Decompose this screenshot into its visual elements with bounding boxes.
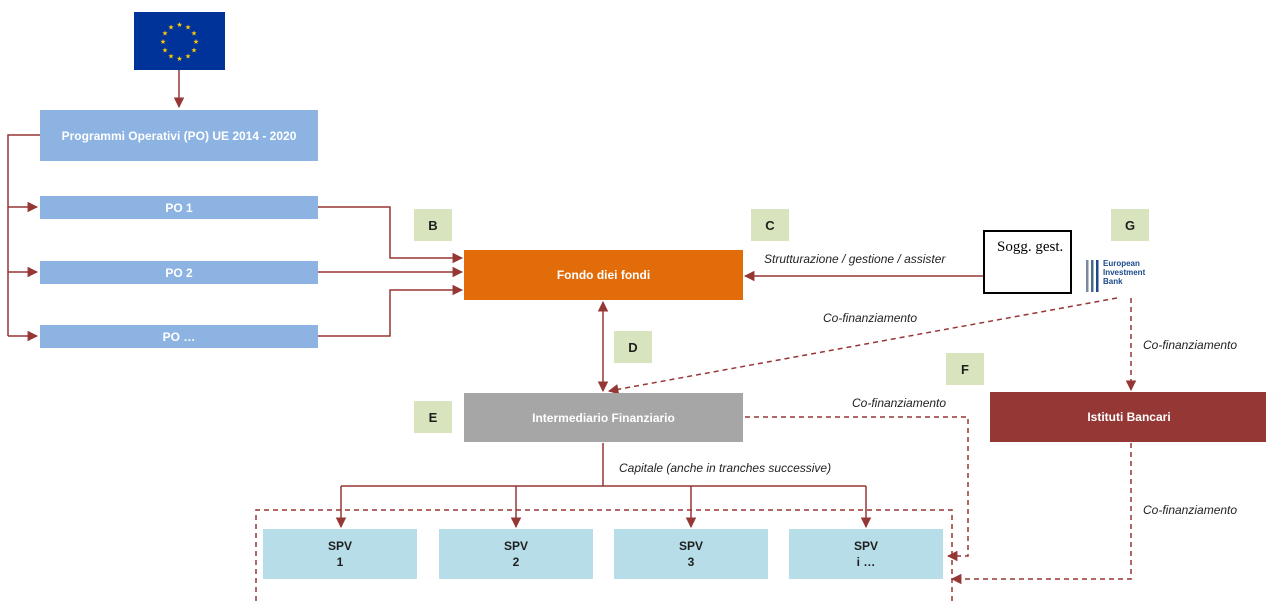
svg-text:★: ★: [191, 30, 197, 38]
spv-frame: [255, 509, 953, 601]
eu-flag-icon: ★ ★ ★ ★ ★ ★ ★ ★ ★ ★ ★ ★: [134, 12, 225, 70]
spv-box-4: SPV i …: [789, 529, 943, 579]
po-box-1: PO 1: [40, 196, 318, 219]
spv-4-label: SPV i …: [853, 539, 878, 569]
arrow-bracket: [7, 134, 40, 336]
spv-box-3: SPV 3: [614, 529, 768, 579]
eu-stars: ★ ★ ★ ★ ★ ★ ★ ★ ★ ★ ★ ★: [160, 21, 199, 63]
tag-f: F: [946, 353, 984, 385]
svg-text:★: ★: [168, 24, 174, 32]
tag-g: G: [1111, 209, 1149, 241]
svg-text:★: ★: [176, 55, 182, 63]
label-capital: Capitale (anche in tranches successive): [619, 461, 832, 475]
tag-c: C: [751, 209, 789, 241]
label-structuring: Strutturazione / gestione / assister: [764, 252, 946, 266]
eib-logo-icon: European Investment Bank: [1085, 256, 1160, 296]
manager-label: Sogg. gest.: [997, 239, 1064, 255]
fund-of-funds-box: Fondo diei fondi: [464, 250, 743, 300]
eib-logo-text: European Investment Bank: [1103, 259, 1145, 286]
spv-box-1: SPV 1: [263, 529, 417, 579]
intermediary-box: Intermediario Finanziario: [464, 393, 743, 442]
svg-text:★: ★: [185, 53, 191, 61]
spv-1-label: SPV 1: [327, 539, 352, 569]
svg-text:★: ★: [193, 38, 199, 46]
arrow-capital-split: [341, 443, 866, 487]
po-ue-program-box: Programmi Operativi (PO) UE 2014 - 2020: [40, 110, 318, 161]
eib-text-line3: Bank: [1103, 277, 1123, 286]
svg-text:★: ★: [160, 38, 166, 46]
tag-b: B: [414, 209, 452, 241]
po-box-1-label: PO 1: [165, 200, 193, 215]
eib-bars-icon: [1086, 260, 1099, 292]
arrow-po1-fund: [318, 206, 464, 264]
dashed-banks-spv: [950, 443, 1132, 585]
tag-e: E: [414, 401, 452, 433]
eib-text-line1: European: [1103, 259, 1140, 268]
eib-text-line2: Investment: [1103, 268, 1146, 277]
spv-box-2: SPV 2: [439, 529, 593, 579]
label-cofin-inter-spv: Co-finanziamento: [852, 396, 947, 410]
po-box-2: PO 2: [40, 261, 318, 284]
svg-text:★: ★: [176, 21, 182, 29]
arrow-po3-fund: [318, 284, 464, 337]
intermediary-label: Intermediario Finanziario: [532, 410, 675, 425]
manager-box: Sogg. gest.: [983, 230, 1072, 294]
tag-d: D: [614, 331, 652, 363]
fund-of-funds-label: Fondo diei fondi: [556, 268, 651, 282]
po-box-3-label: PO …: [162, 329, 196, 344]
po-box-2-label: PO 2: [165, 265, 193, 280]
svg-text:★: ★: [185, 24, 191, 32]
banks-box: Istituti Bancari: [990, 392, 1266, 442]
spv-3-label: SPV 3: [678, 539, 703, 569]
label-cofin-eib-inter: Co-finanziamento: [823, 311, 918, 325]
svg-text:★: ★: [168, 53, 174, 61]
svg-text:★: ★: [162, 30, 168, 38]
svg-text:★: ★: [162, 47, 168, 55]
banks-label: Istituti Bancari: [1087, 410, 1171, 424]
svg-text:★: ★: [191, 47, 197, 55]
label-cofin-eib-banks: Co-finanziamento: [1143, 338, 1238, 352]
dashed-inter-spv: [745, 416, 969, 562]
po-ue-program-label: Programmi Operativi (PO) UE 2014 - 2020: [61, 128, 297, 143]
spv-2-label: SPV 2: [503, 539, 528, 569]
label-cofin-banks-spv: Co-finanziamento: [1143, 503, 1238, 517]
po-box-3: PO …: [40, 325, 318, 348]
